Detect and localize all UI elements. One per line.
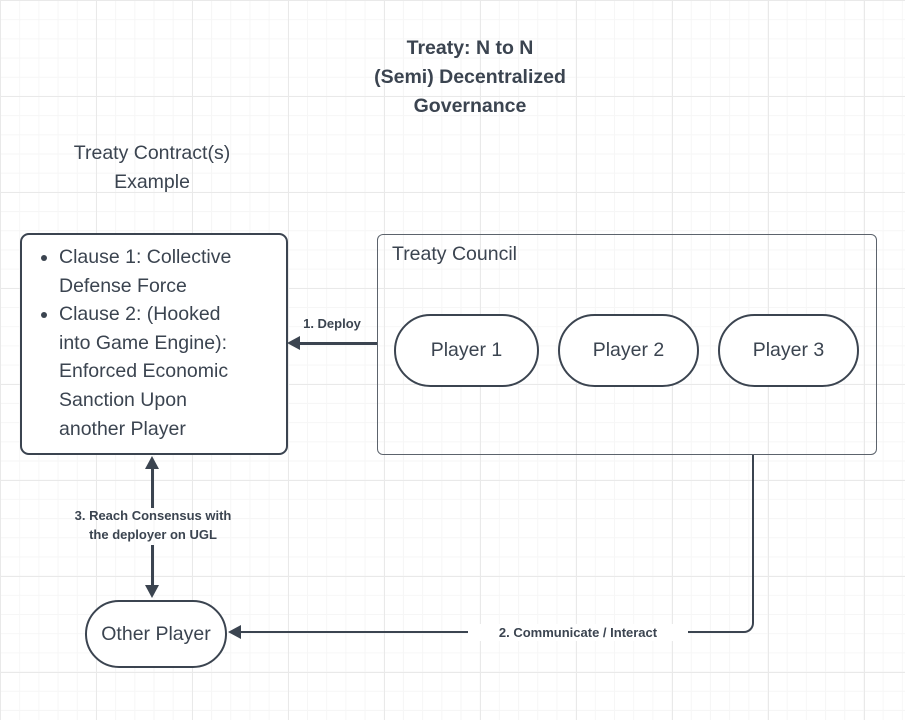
diagram-title: Treaty: N to N (Semi) Decentralized Gove… (374, 37, 566, 117)
player-2-node[interactable]: Player 2 (558, 314, 699, 387)
arrowhead-up-icon (145, 456, 159, 469)
arrowhead-left-icon (228, 625, 241, 639)
other-player-node[interactable]: Other Player (85, 600, 227, 668)
player-3-label: Player 3 (752, 339, 825, 361)
consensus-edge-lower[interactable] (151, 545, 154, 587)
player-1-node[interactable]: Player 1 (394, 314, 539, 387)
council-label: Treaty Council (392, 243, 517, 265)
player-3-node[interactable]: Player 3 (718, 314, 859, 387)
consensus-edge-label: 3. Reach Consensus with the deployer on … (74, 508, 232, 542)
deploy-edge-label: 1. Deploy (303, 316, 361, 331)
consensus-edge[interactable] (151, 467, 154, 508)
communicate-edge[interactable] (240, 455, 754, 633)
player-1-label: Player 1 (430, 339, 503, 361)
clause-list: Clause 1: Collective Defense Force Claus… (22, 243, 286, 443)
player-2-label: Player 2 (592, 339, 665, 361)
treaty-council-node[interactable]: Treaty Council Player 1 Player 2 Player … (377, 234, 877, 455)
contract-example-label: Treaty Contract(s) Example (73, 142, 231, 193)
treaty-contract-node[interactable]: Clause 1: Collective Defense Force Claus… (20, 233, 288, 455)
communicate-edge-label: 2. Communicate / Interact (468, 624, 688, 641)
deploy-edge[interactable] (299, 342, 377, 345)
arrowhead-left-icon (287, 336, 300, 350)
clause-item-1: Clause 1: Collective Defense Force (59, 243, 282, 300)
clause-item-2: Clause 2: (Hooked into Game Engine): Enf… (59, 300, 282, 443)
other-player-label: Other Player (101, 622, 211, 645)
arrowhead-down-icon (145, 585, 159, 598)
